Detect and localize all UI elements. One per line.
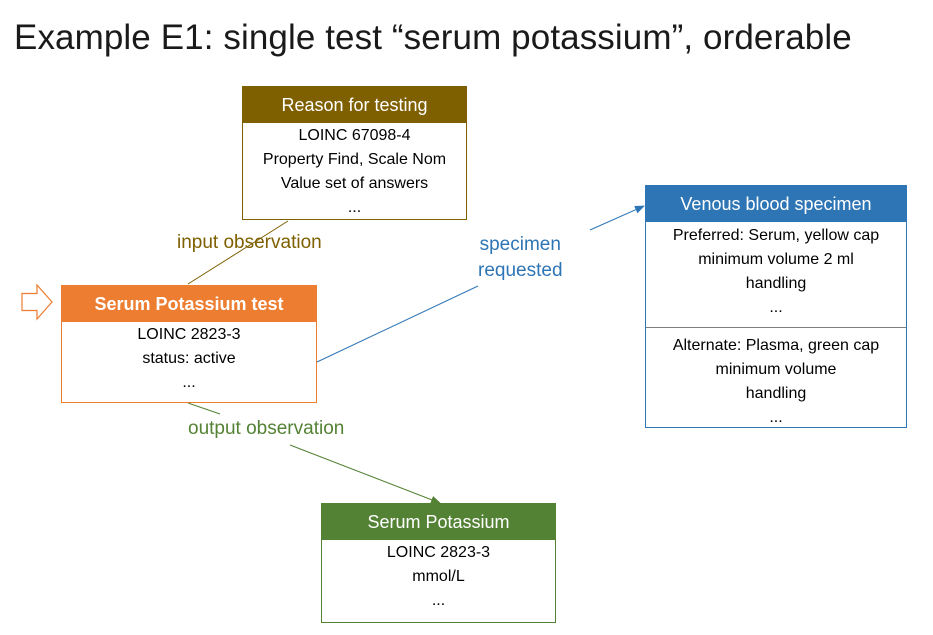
specimen-preferred-line: minimum volume 2 ml — [698, 251, 854, 268]
result-line: ... — [431, 592, 446, 609]
specimen-alternate-line: Alternate: Plasma, green cap — [672, 337, 880, 354]
specimen-preferred-section: Preferred: Serum, yellow cap minimum vol… — [646, 222, 906, 320]
serum-potassium-test-box: Serum Potassium test LOINC 2823-3 status… — [61, 285, 317, 403]
input-connector — [187, 220, 289, 285]
specimen-alternate-line: minimum volume — [715, 361, 837, 378]
specimen-alternate-line: handling — [745, 385, 807, 402]
output-observation-label: output observation — [188, 418, 345, 439]
test-line: LOINC 2823-3 — [137, 326, 241, 343]
result-body: LOINC 2823-3 mmol/L ... — [322, 540, 555, 613]
test-line: status: active — [142, 350, 236, 367]
reason-line: LOINC 67098-4 — [298, 127, 411, 144]
result-header: Serum Potassium — [322, 504, 555, 540]
specimen-connector-upper — [589, 205, 645, 231]
result-line: LOINC 2823-3 — [386, 544, 491, 561]
specimen-alternate-line: ... — [769, 409, 783, 426]
output-connector-lower — [289, 444, 441, 504]
specimen-divider — [646, 327, 906, 328]
specimen-connector-lower — [316, 285, 479, 363]
entry-arrow-icon — [21, 283, 53, 321]
specimen-preferred-line: Preferred: Serum, yellow cap — [672, 227, 880, 244]
specimen-header: Venous blood specimen — [646, 186, 906, 222]
test-line: ... — [182, 374, 196, 391]
reason-line: Property Find, Scale Nom — [262, 151, 447, 168]
test-header: Serum Potassium test — [62, 286, 316, 322]
reason-line: ... — [347, 199, 362, 216]
reason-for-testing-box: Reason for testing LOINC 67098-4 Propert… — [242, 86, 467, 220]
specimen-label-line-2: requested — [478, 260, 563, 281]
test-body: LOINC 2823-3 status: active ... — [62, 322, 316, 395]
venous-blood-specimen-box: Venous blood specimen Preferred: Serum, … — [645, 185, 907, 428]
output-connector-upper — [187, 402, 221, 415]
input-observation-label: input observation — [177, 232, 322, 253]
specimen-label-line-1: specimen — [479, 234, 561, 255]
reason-body: LOINC 67098-4 Property Find, Scale Nom V… — [243, 123, 466, 220]
reason-header: Reason for testing — [243, 87, 466, 123]
specimen-preferred-line: handling — [745, 275, 807, 292]
specimen-requested-label: specimen requested — [478, 232, 563, 284]
serum-potassium-result-box: Serum Potassium LOINC 2823-3 mmol/L ... — [321, 503, 556, 623]
page-title: Example E1: single test “serum potassium… — [14, 18, 852, 57]
specimen-alternate-section: Alternate: Plasma, green cap minimum vol… — [646, 332, 906, 430]
specimen-preferred-line: ... — [769, 299, 783, 316]
reason-line: Value set of answers — [280, 175, 429, 192]
result-line: mmol/L — [412, 568, 465, 585]
